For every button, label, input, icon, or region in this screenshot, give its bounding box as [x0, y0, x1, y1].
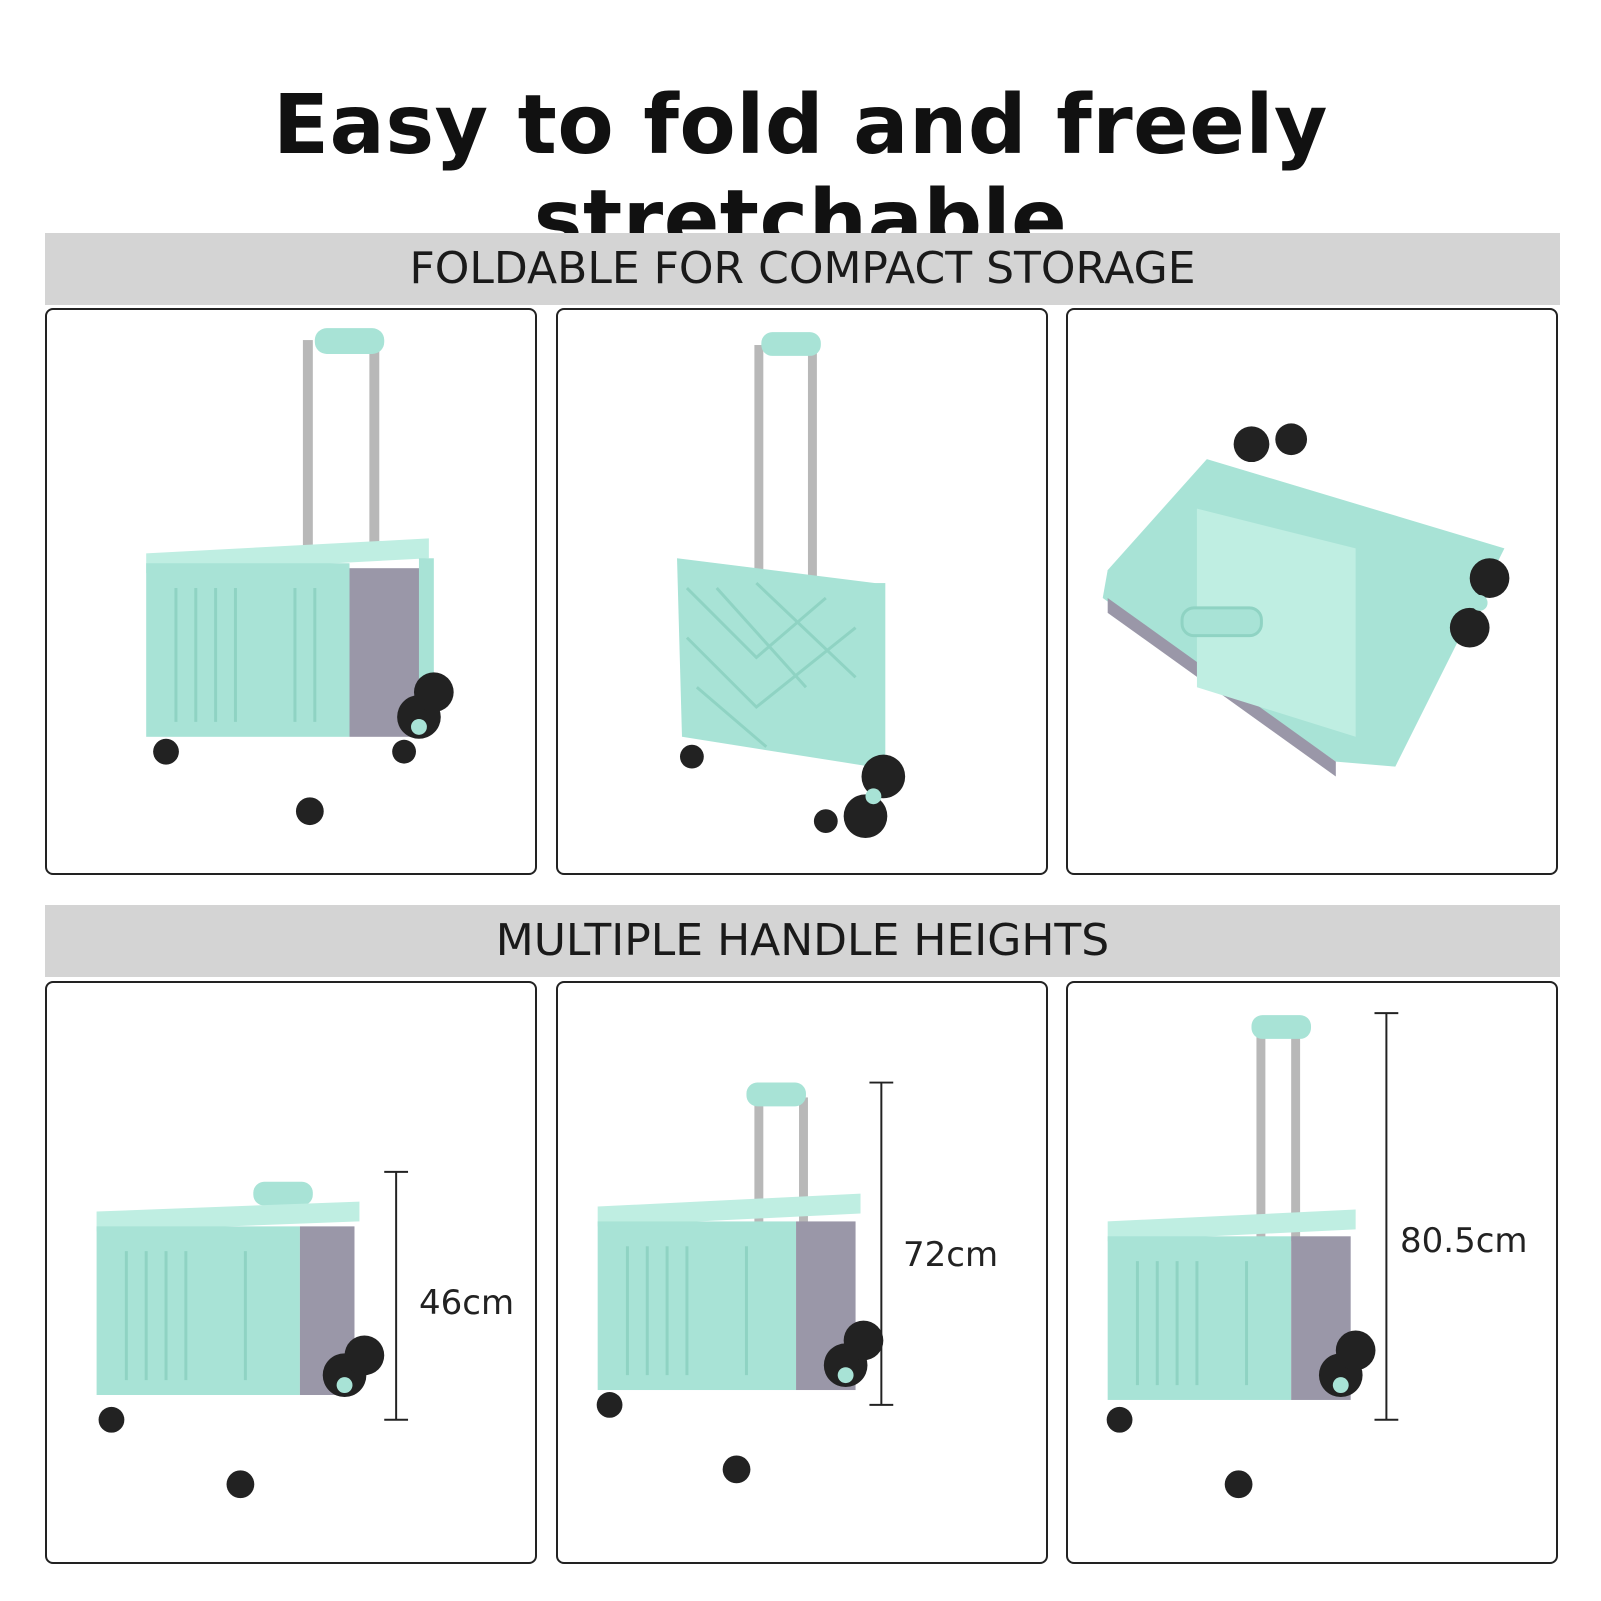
cart-folded-flat-image-panel — [1066, 308, 1558, 875]
cart-folded-flat-illustration — [1102, 423, 1510, 777]
cart-folded-upright-illustration — [677, 332, 906, 838]
cart-height-low-illustration — [96, 1170, 409, 1499]
cart-closed-image-panel — [45, 308, 537, 875]
section-header-foldable: FOLDABLE FOR COMPACT STORAGE — [45, 233, 1560, 305]
cart-height-low-image-panel: 46cm — [45, 981, 537, 1564]
cart-height-mid-illustration — [596, 1081, 894, 1484]
height-label-72cm: 72cm — [903, 1235, 999, 1275]
height-label-46cm: 46cm — [419, 1283, 515, 1323]
cart-folded-upright-image-panel — [556, 308, 1048, 875]
page-title: Easy to fold and freely stretchable — [273, 78, 1328, 268]
cart-height-high-image-panel: 80.5cm — [1066, 981, 1558, 1564]
cart-closed-illustration — [146, 328, 454, 826]
height-label-80-5cm: 80.5cm — [1400, 1221, 1528, 1261]
section-header-handle-heights: MULTIPLE HANDLE HEIGHTS — [45, 905, 1560, 977]
cart-height-high-illustration — [1106, 1012, 1399, 1499]
cart-height-mid-image-panel: 72cm — [556, 981, 1048, 1564]
